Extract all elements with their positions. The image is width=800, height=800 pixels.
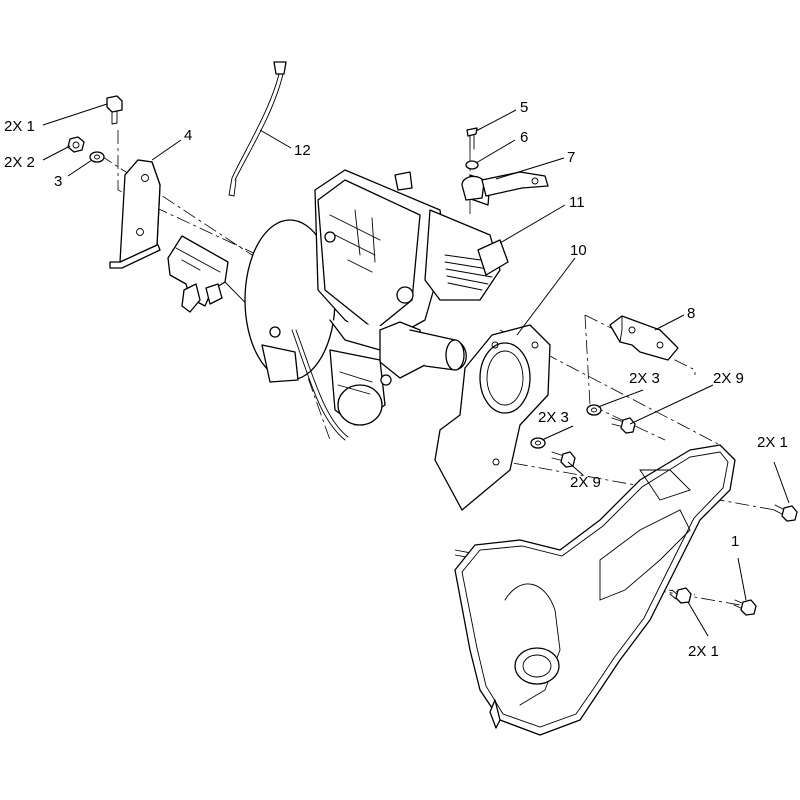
callout-2x1-bottom: 2X 1	[688, 643, 719, 660]
callout-6: 6	[520, 129, 528, 146]
callout-10: 10	[570, 242, 587, 259]
callout-1: 1	[731, 533, 739, 550]
callout-4: 4	[184, 127, 192, 144]
callout-11: 11	[569, 194, 585, 211]
nut-part	[67, 136, 85, 153]
lockwasher-part	[465, 160, 479, 170]
bolt-cover-right	[773, 504, 798, 522]
electric-starter-part	[167, 235, 286, 331]
callout-2x2: 2X 2	[4, 154, 35, 171]
bolt-top-left	[106, 95, 123, 125]
callout-8: 8	[687, 305, 695, 322]
callout-2x1-top-left: 2X 1	[4, 118, 35, 135]
callout-7: 7	[567, 149, 575, 166]
bolt-cover-middle	[669, 587, 692, 604]
callout-12: 12	[294, 142, 311, 159]
callout-2x3-upper: 2X 3	[629, 370, 660, 387]
callout-2x3-lower: 2X 3	[538, 409, 569, 426]
bolt-cover-lower	[733, 599, 757, 616]
belt-cover-part	[454, 444, 736, 736]
callout-2x9-upper: 2X 9	[713, 370, 744, 387]
callout-3-left: 3	[54, 173, 62, 190]
bracket-part	[109, 159, 161, 269]
callout-2x9-lower: 2X 9	[570, 474, 601, 491]
gasket-plate-part	[434, 324, 551, 511]
callout-labels: 2X 1 2X 2 3 4 5 6 7 11 12 10 8 2X 3 2X 9…	[4, 99, 788, 660]
engine-part	[244, 169, 509, 441]
cable-tie-part	[228, 61, 287, 197]
mount-bracket-part	[609, 315, 679, 361]
leader-lines	[42, 103, 790, 637]
washer-upper-right	[586, 404, 602, 416]
screw-part	[466, 127, 478, 151]
callout-5: 5	[520, 99, 528, 116]
washer-lower-right	[530, 437, 546, 449]
bolt-upper-right	[611, 417, 636, 434]
washer-part	[89, 151, 105, 163]
callout-2x1-right: 2X 1	[757, 434, 788, 451]
